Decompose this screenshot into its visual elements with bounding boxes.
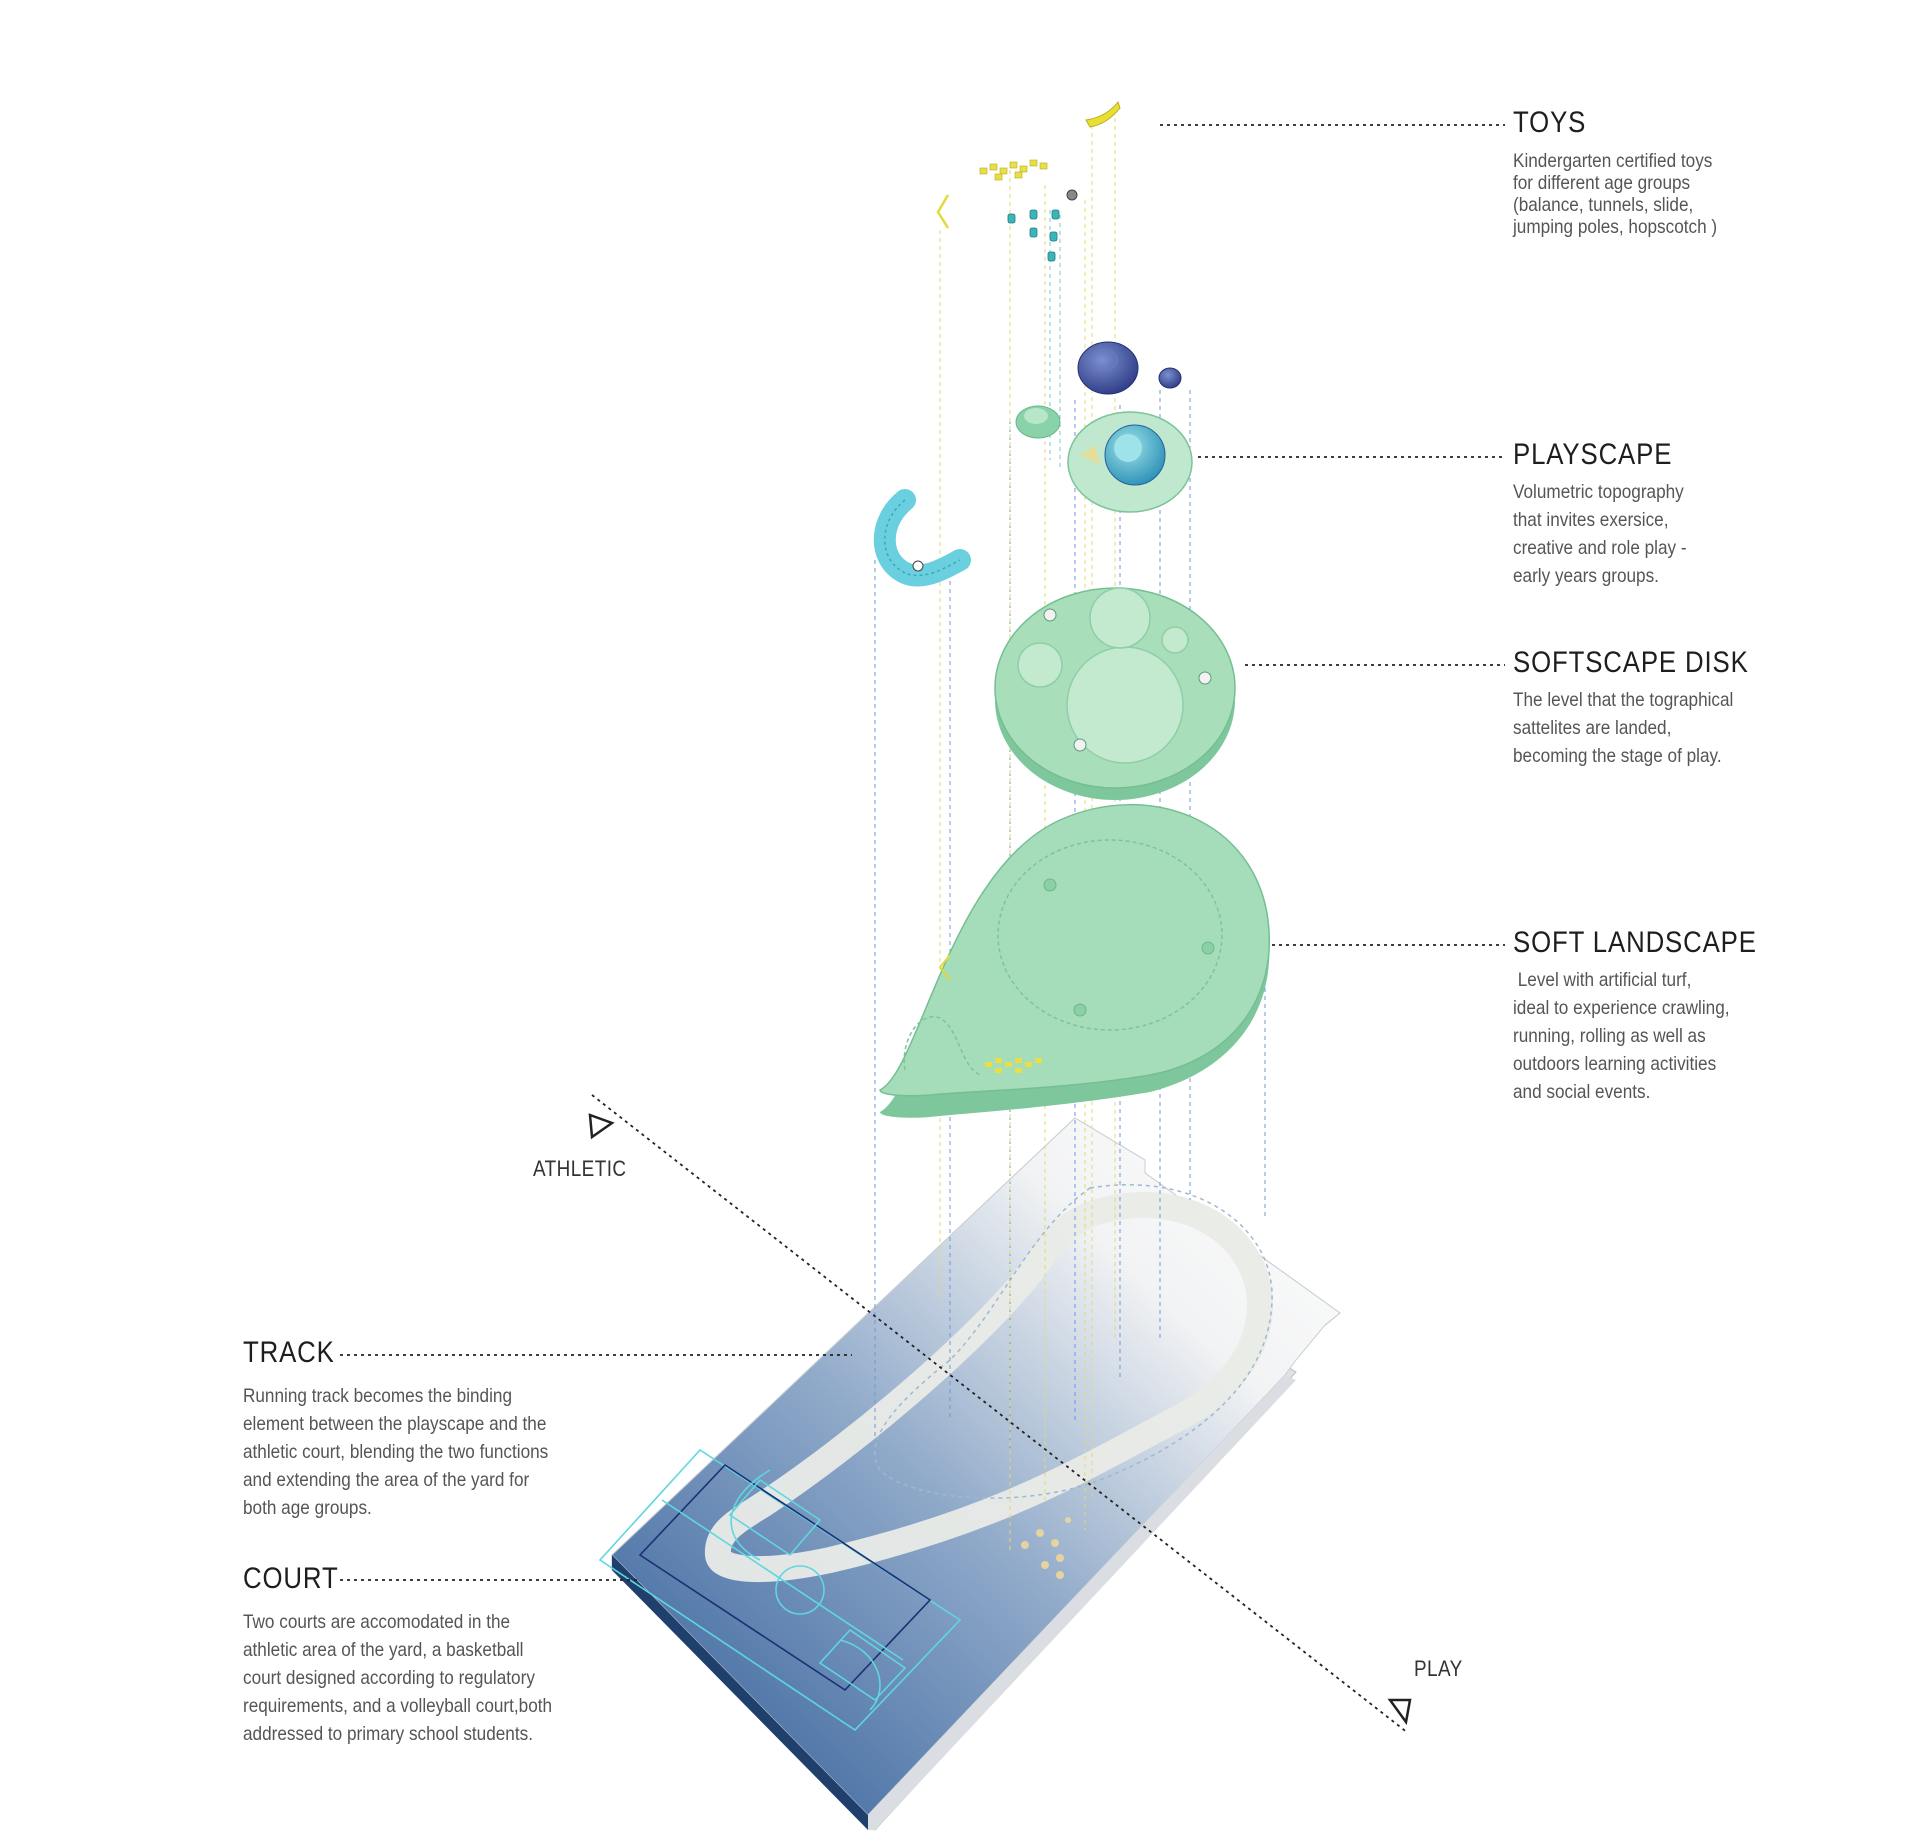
label-playscape: PLAYSCAPE Volumetric topography that inv… [1513,438,1813,590]
soft-landscape-description: Level with artificial turf, ideal to exp… [1513,966,1812,1106]
toys-title: TOYS [1513,106,1587,139]
toys-layer [936,100,1121,262]
court-line: court designed according to regulatory [243,1667,535,1689]
court-line: addressed to primary school students. [243,1723,533,1745]
court-lines [598,1448,962,1732]
athletic-label: ATHLETIC [533,1156,627,1181]
label-court: COURT Two courts are accomodated in the … [243,1562,553,1748]
playscape-description: Volumetric topography that invites exers… [1513,478,1812,590]
soft-landscape-layer [879,804,1270,1118]
hopscotch-dots [1021,1517,1071,1579]
play-label: PLAY [1414,1656,1463,1681]
track-description: Running track becomes the binding elemen… [243,1382,549,1522]
toys-line: for different age groups [1513,172,1691,194]
athletic-play-axis [588,1094,1412,1734]
athletic-marker [588,1113,615,1140]
softscape-disk-line: sattelites are landed, [1513,717,1672,739]
track-line: and extending the area of the yard for [243,1469,530,1491]
track-line: Running track becomes the binding [243,1385,513,1407]
court-line: athletic area of the yard, a basketball [243,1639,524,1661]
softscape-disk-title: SOFTSCAPE DISK [1513,646,1749,679]
soft-landscape-line: Level with artificial turf, [1513,969,1692,991]
softscape-disk-line: The level that the tographical [1513,689,1734,711]
playscape-line: early years groups. [1513,565,1659,587]
base-plate [598,1117,1341,1831]
toys-line: Kindergarten certified toys [1513,150,1713,172]
soft-landscape-line: running, rolling as well as [1513,1025,1706,1047]
softscape-disk-line: becoming the stage of play. [1513,745,1722,767]
label-softscape-disk: SOFTSCAPE DISK The level that the tograp… [1513,646,1813,770]
court-line: requirements, and a volleyball court,bot… [243,1695,553,1717]
playscape-line: that invites exersice, [1513,509,1669,531]
label-toys: TOYS Kindergarten certified toys for dif… [1513,106,1813,238]
label-track: TRACK Running track becomes the binding … [243,1336,549,1522]
court-line: Two courts are accomodated in the [243,1611,511,1633]
soft-landscape-line: ideal to experience crawling, [1513,997,1730,1019]
court-title: COURT [243,1562,339,1595]
soft-landscape-line: and social events. [1513,1081,1651,1103]
softscape-disk-layer [994,587,1236,800]
softscape-disk-description: The level that the tographical sattelite… [1513,686,1812,770]
toys-description: Kindergarten certified toys for differen… [1513,150,1812,238]
label-soft-landscape: SOFT LANDSCAPE Level with artificial tur… [1513,926,1813,1106]
track-line: athletic court, blending the two functio… [243,1441,549,1463]
running-track [704,1191,1274,1583]
court-description: Two courts are accomodated in the athlet… [243,1608,553,1748]
track-line: element between the playscape and the [243,1413,547,1435]
turf-teardrop [879,804,1270,1097]
soft-landscape-line: outdoors learning activities [1513,1053,1717,1075]
playscape-layer [873,341,1193,587]
leader-lines [340,124,1505,1581]
toys-line: jumping poles, hopscotch ) [1513,216,1718,238]
playscape-line: creative and role play - [1513,537,1687,559]
track-title: TRACK [243,1336,335,1369]
track-line: both age groups. [243,1497,372,1519]
playscape-line: Volumetric topography [1513,481,1684,503]
play-marker [1387,1698,1412,1726]
soft-landscape-title: SOFT LANDSCAPE [1513,926,1757,959]
toys-line: (balance, tunnels, slide, [1513,194,1694,216]
playscape-title: PLAYSCAPE [1513,438,1673,471]
